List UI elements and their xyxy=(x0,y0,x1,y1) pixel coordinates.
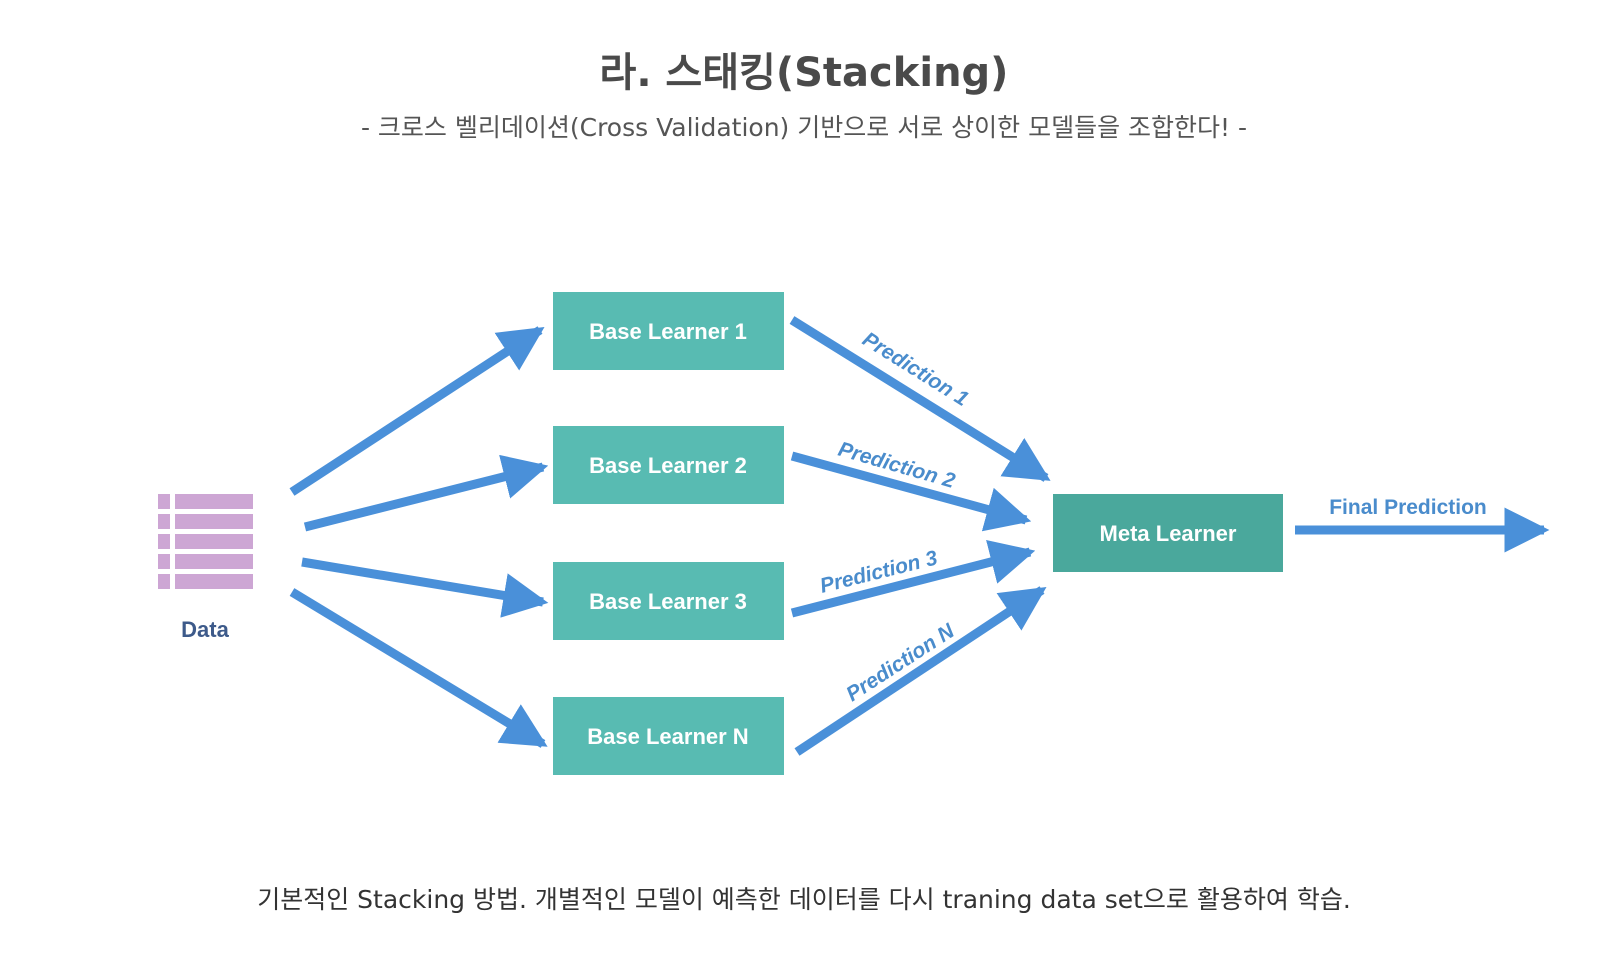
meta-learner-label: Meta Learner xyxy=(1100,521,1237,546)
data-icon-row xyxy=(175,514,253,529)
data-icon-cell xyxy=(158,514,170,529)
base-learner-label: Base Learner 3 xyxy=(589,589,747,614)
arrow-prediction-2 xyxy=(790,451,1032,532)
base-learner-label: Base Learner 1 xyxy=(589,319,747,344)
arrow-data-to-base-3 xyxy=(301,557,549,618)
base-learner-label: Base Learner 2 xyxy=(589,453,747,478)
base-learner-box xyxy=(553,697,784,775)
prediction-n-label: Prediction N xyxy=(842,619,959,706)
arrow-data-to-base-n xyxy=(289,588,548,748)
data-table-icon xyxy=(158,494,253,589)
arrow-data-to-base-2 xyxy=(303,454,549,532)
base-learner-n: Base Learner N xyxy=(553,697,784,775)
data-icon-cell xyxy=(158,534,170,549)
data-icon-cell xyxy=(158,554,170,569)
data-icon-row xyxy=(175,534,253,549)
base-learner-box xyxy=(553,426,784,504)
page-subtitle: - 크로스 벨리데이션(Cross Validation) 기반으로 서로 상이… xyxy=(360,113,1248,142)
final-prediction-label: Final Prediction xyxy=(1329,496,1487,519)
data-icon-row xyxy=(175,494,253,509)
arrow-prediction-n xyxy=(794,586,1047,756)
base-learner-box xyxy=(553,562,784,640)
data-icon-row xyxy=(175,574,253,589)
base-learner-1: Base Learner 1 xyxy=(553,292,784,370)
page-title: 라. 스태킹(Stacking) xyxy=(599,50,1009,96)
base-learner-box xyxy=(553,292,784,370)
data-icon-cell xyxy=(158,494,170,509)
arrow-prediction-3 xyxy=(790,540,1036,618)
figure-caption: 기본적인 Stacking 방법. 개별적인 모델이 예측한 데이터를 다시 t… xyxy=(257,885,1351,914)
base-learner-2: Base Learner 2 xyxy=(553,426,784,504)
meta-learner: Meta Learner xyxy=(1053,494,1283,572)
data-icon-row xyxy=(175,554,253,569)
base-learner-label: Base Learner N xyxy=(587,724,748,749)
base-learner-3: Base Learner 3 xyxy=(553,562,784,640)
arrow-prediction-1 xyxy=(789,316,1051,482)
data-label: Data xyxy=(181,617,229,642)
meta-learner-box xyxy=(1053,494,1283,572)
arrow-data-to-base-1 xyxy=(289,326,545,496)
data-icon-cell xyxy=(158,574,170,589)
